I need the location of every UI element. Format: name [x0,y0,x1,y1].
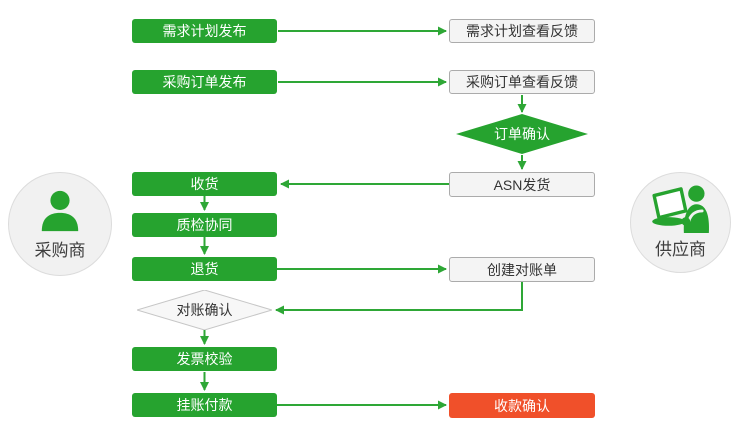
node-invoice-check: 发票校验 [132,347,277,371]
buyer-person-icon [37,188,83,234]
node-return-goods: 退货 [132,257,277,281]
node-receive-goods: 收货 [132,172,277,196]
decision-statement-confirm-label: 对账确认 [176,302,233,318]
node-receipt-confirm: 收款确认 [449,393,595,418]
node-asn-ship: ASN发货 [449,172,595,197]
arrow-create-statement-to-statement-confirm [275,282,523,315]
supplier-laptop-person-icon [650,185,712,233]
node-po-feedback: 采购订单查看反馈 [449,70,595,94]
diamond-shape [137,290,272,330]
decision-statement-confirm: 对账确认 [137,290,272,330]
node-demand-plan-feedback: 需求计划查看反馈 [449,19,595,43]
buyer-actor-circle: 采购商 [8,172,112,276]
node-quality-collaboration: 质检协同 [132,213,277,237]
decision-order-confirm-label: 订单确认 [494,126,550,142]
node-demand-plan-publish: 需求计划发布 [132,19,277,43]
diamond-shape [456,114,588,154]
supplier-label: 供应商 [655,240,706,259]
supplier-actor-circle: 供应商 [630,172,731,273]
node-po-publish: 采购订单发布 [132,70,277,94]
node-payment-on-account: 挂账付款 [132,393,277,417]
buyer-label: 采购商 [34,240,86,260]
node-create-statement: 创建对账单 [449,257,595,282]
decision-order-confirm: 订单确认 [456,114,588,154]
